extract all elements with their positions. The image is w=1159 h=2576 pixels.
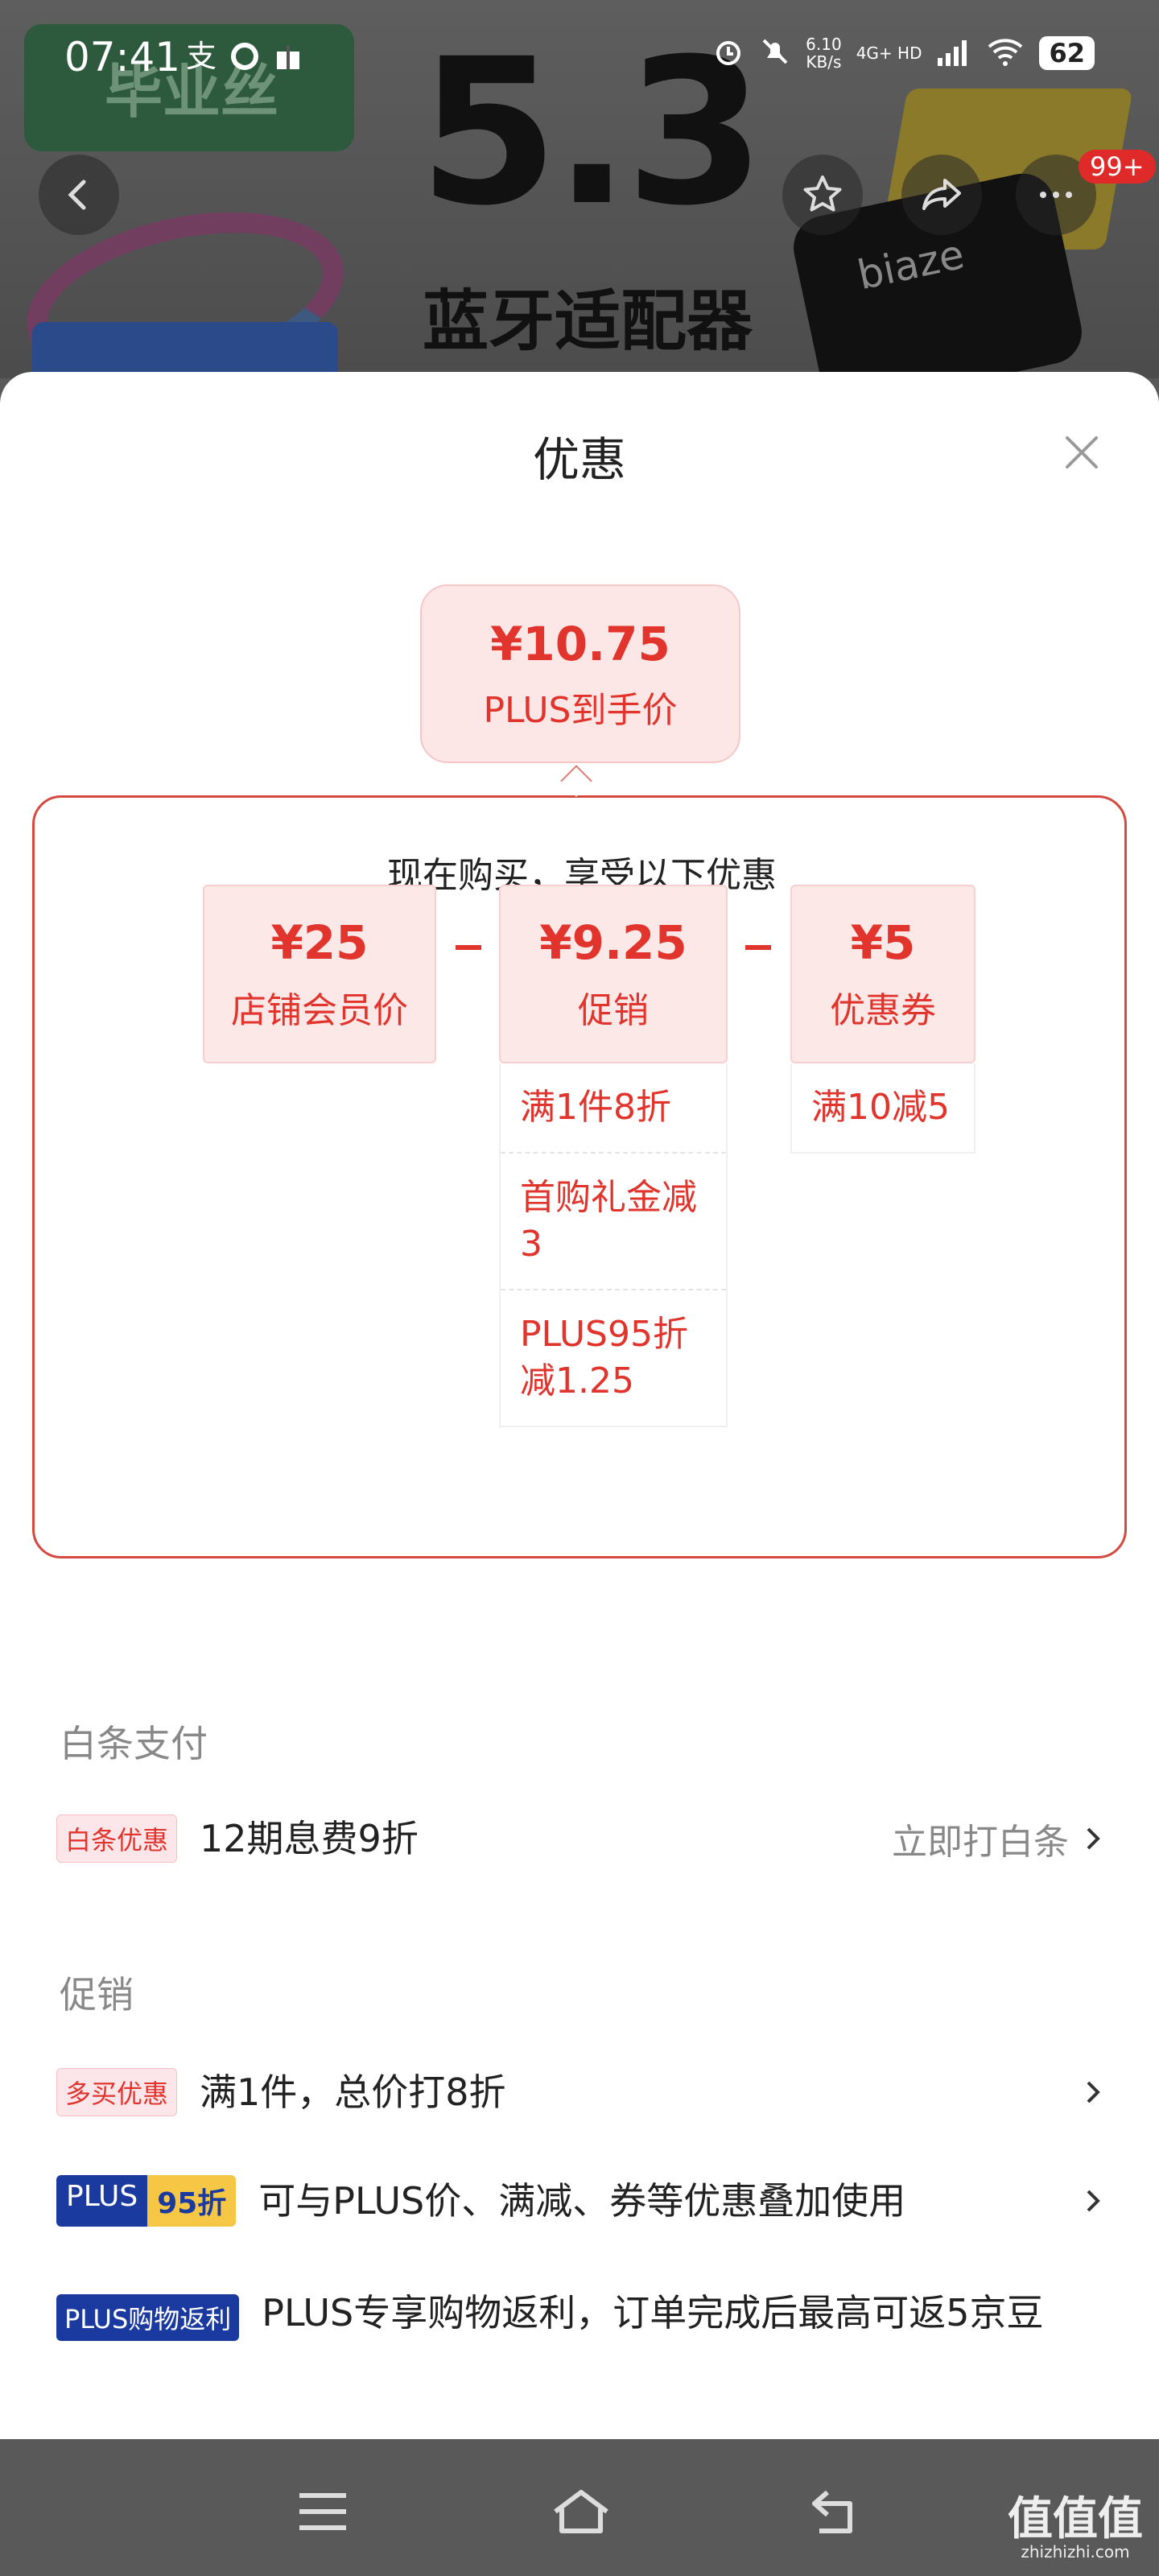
gift-icon (272, 40, 304, 72)
menu-icon (299, 2493, 346, 2530)
promo-tag: 多买优惠 (56, 2068, 178, 2116)
promo-tag: PLUS购物返利 (56, 2294, 240, 2341)
star-icon (803, 175, 842, 212)
watermark: 值值值 zhizhizhi.com (1008, 2493, 1143, 2562)
minus-sign (745, 945, 771, 950)
promotion-item: 满1件8折 (520, 1087, 671, 1128)
coupon-item: 满10减5 (811, 1087, 950, 1128)
app-icon (229, 40, 261, 72)
promotion-item: 首购礼金减3 (501, 1152, 726, 1289)
sheet-title: 优惠 (532, 432, 626, 487)
signal-icon (936, 35, 971, 71)
favorite-button[interactable] (782, 155, 863, 235)
back-arrow-icon (812, 2490, 852, 2533)
back-button[interactable] (39, 155, 119, 235)
plus-price-label: PLUS到手价 (483, 690, 678, 731)
baitiao-section-title: 白条支付 (60, 1722, 208, 1765)
notification-badge: 99+ (1079, 150, 1156, 184)
status-time: 07:41 (64, 34, 181, 80)
alipay-icon: 支 (185, 39, 217, 74)
baitiao-row[interactable]: 白条优惠 12期息费9折 立即打白条 (56, 1813, 1103, 1864)
promo-text: PLUS专享购物返利，订单完成后最高可返5京豆 (262, 2291, 1044, 2334)
back-nav-button[interactable] (808, 2487, 864, 2536)
baitiao-action-label: 立即打白条 (892, 1822, 1069, 1863)
promo-row-multibuy[interactable]: 多买优惠 满1件，总价打8折 (56, 2067, 1103, 2117)
network-type: 4G+ HD (856, 43, 922, 63)
breakdown-promotion: ¥9.25 促销 满1件8折 首购礼金减3 PLUS95折减1.25 (499, 885, 728, 1427)
alarm-icon (712, 35, 744, 71)
promo-section-title: 促销 (60, 1973, 134, 2017)
minus-sign (456, 945, 481, 950)
system-nav-bar (0, 2439, 1159, 2576)
promotion-items: 满1件8折 首购礼金减3 PLUS95折减1.25 (499, 1063, 728, 1427)
share-icon (922, 179, 961, 210)
more-icon (1040, 192, 1072, 198)
chevron-right-icon (1087, 2190, 1100, 2212)
brand-logo (24, 24, 354, 151)
menu-nav-button[interactable] (295, 2487, 351, 2536)
promotion-item: PLUS95折减1.25 (501, 1289, 726, 1426)
promo-row-rebate[interactable]: PLUS购物返利 PLUS专享购物返利，订单完成后最高可返5京豆 (56, 2288, 1103, 2341)
close-icon (1066, 436, 1098, 469)
breakdown-label: 店铺会员价 (231, 990, 408, 1031)
home-icon (554, 2490, 608, 2533)
promo-text: 可与PLUS价、满减、券等优惠叠加使用 (258, 2179, 906, 2223)
breakdown-label: 优惠券 (830, 990, 936, 1031)
discount-sheet: 优惠 ¥10.75 PLUS到手价 现在购买，享受以下优惠 ¥25 店铺会员价 … (0, 372, 1159, 2439)
baitiao-action[interactable]: 立即打白条 (892, 1813, 1103, 1864)
chevron-right-icon (1087, 2081, 1100, 2103)
breakdown-value: ¥5 (850, 915, 916, 970)
promo-text: 满1件，总价打8折 (200, 2070, 506, 2114)
wifi-icon (986, 35, 1025, 71)
product-image: biaze (787, 89, 1135, 378)
plus-price-amount: ¥10.75 (490, 617, 670, 671)
banner-product-name: 蓝牙适配器 (423, 283, 753, 360)
callout-pointer (560, 765, 592, 797)
coupon-items: 满10减5 (790, 1063, 975, 1154)
home-nav-button[interactable] (551, 2487, 608, 2536)
mute-icon (759, 35, 791, 71)
baitiao-tag: 白条优惠 (56, 1814, 178, 1863)
chevron-left-icon (68, 180, 86, 210)
baitiao-text: 12期息费9折 (200, 1817, 419, 1860)
banner-headline: 5.3 (419, 15, 765, 250)
banner-price-tag (32, 322, 338, 378)
brand-logo-text: 毕业丝 (105, 58, 279, 126)
breakdown-member-price: ¥25 店铺会员价 (203, 885, 436, 1063)
battery-indicator: 62 (1039, 36, 1095, 70)
breakdown-value: ¥25 (270, 915, 369, 970)
chevron-right-icon (1087, 1827, 1100, 1850)
breakdown-coupon: ¥5 优惠券 满10减5 (790, 885, 975, 1154)
close-button[interactable] (1056, 427, 1107, 478)
share-button[interactable] (901, 155, 982, 235)
breakdown-label: 促销 (578, 990, 649, 1031)
plus-final-price: ¥10.75 PLUS到手价 (420, 584, 740, 763)
breakdown-value: ¥9.25 (539, 915, 687, 970)
